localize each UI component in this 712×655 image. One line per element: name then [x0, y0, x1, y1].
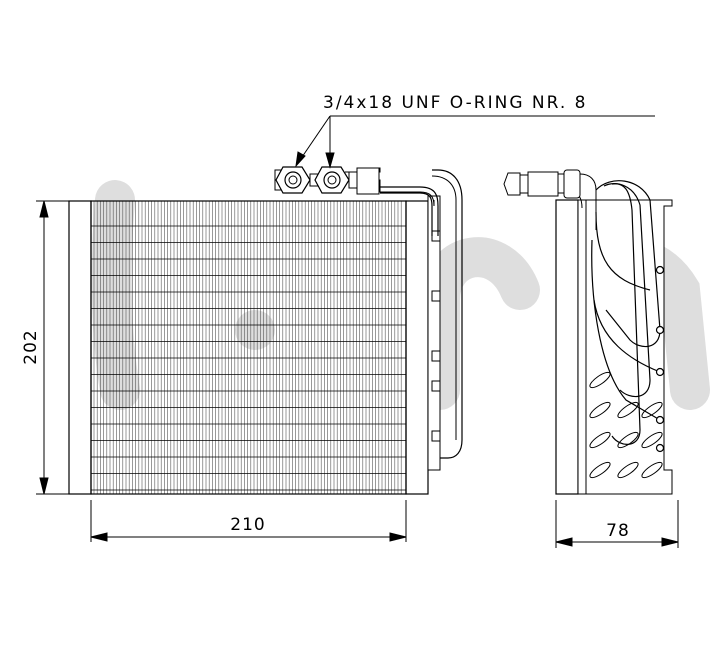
depth-label: 78: [606, 521, 630, 541]
fitting-left: [274, 166, 311, 194]
side-view: [503, 169, 673, 495]
core-outline: [90, 200, 407, 495]
front-view: [68, 166, 463, 495]
right-end-tank: [405, 200, 429, 495]
callout-label: 3/4x18 UNF O-RING NR. 8: [323, 93, 587, 113]
core-fins: [93, 201, 402, 494]
fitting-right: [314, 166, 358, 194]
height-dimension: [36, 200, 69, 495]
width-label: 210: [230, 515, 265, 535]
width-dimension: [90, 500, 407, 542]
top-pipe-block: [356, 167, 380, 195]
depth-dimension: [555, 500, 679, 548]
top-pipe: [300, 179, 435, 207]
callout-leader: [295, 115, 655, 169]
core-tubes: [91, 225, 406, 491]
left-end-tank: [68, 200, 92, 495]
pipe-brackets: [431, 230, 441, 442]
height-label: 202: [21, 329, 41, 364]
